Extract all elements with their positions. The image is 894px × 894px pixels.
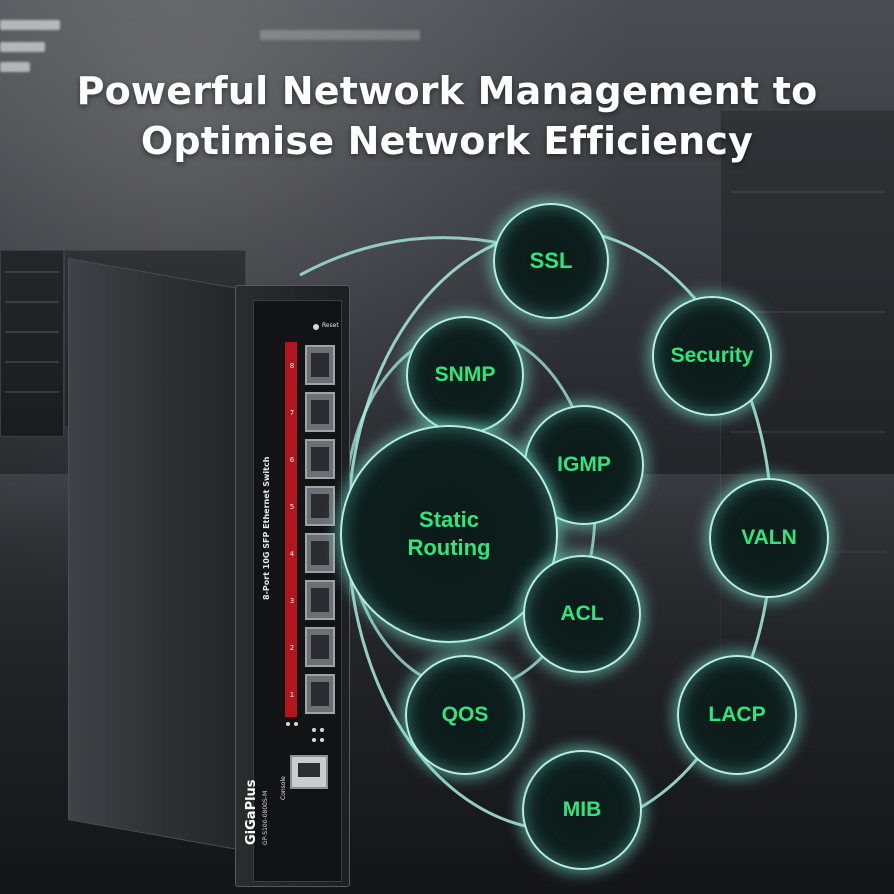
ceiling-light xyxy=(260,30,420,40)
feature-bubble-security: Security xyxy=(652,296,772,416)
status-led xyxy=(294,722,298,726)
headline-line-1: Powerful Network Management to xyxy=(76,69,818,113)
ceiling-light xyxy=(0,42,45,52)
status-led xyxy=(320,738,324,742)
feature-label: Security xyxy=(670,344,754,367)
feature-label: MIB xyxy=(562,798,602,821)
ceiling-light xyxy=(0,20,60,30)
sfp-port xyxy=(305,345,335,385)
brand-logo: GiGaPlus xyxy=(244,779,259,845)
ceiling-light xyxy=(0,62,30,72)
feature-label: ACL xyxy=(560,602,604,625)
feature-bubble-qos: QOS xyxy=(405,655,525,775)
port-number: 3 xyxy=(289,597,295,605)
port-number: 5 xyxy=(289,503,295,511)
status-led xyxy=(312,728,316,732)
server-rack xyxy=(0,250,64,437)
port-number: 2 xyxy=(289,644,295,652)
console-port xyxy=(290,755,328,789)
panel-label: 8-Port 10G SFP Ethernet Switch xyxy=(262,456,271,600)
port-number: 1 xyxy=(289,691,295,699)
feature-label: Static Routing xyxy=(407,506,490,562)
feature-bubble-ssl: SSL xyxy=(493,203,609,319)
feature-label: QOS xyxy=(441,703,489,726)
sfp-port xyxy=(305,486,335,526)
feature-label-line: Routing xyxy=(407,535,491,560)
feature-bubble-lacp: LACP xyxy=(677,655,797,775)
sfp-port xyxy=(305,627,335,667)
feature-bubble-snmp: SNMP xyxy=(406,316,524,434)
feature-bubble-valn: VALN xyxy=(709,478,829,598)
sfp-port xyxy=(305,674,335,714)
reset-label: Reset xyxy=(322,322,339,329)
status-led xyxy=(312,738,316,742)
sfp-port xyxy=(305,580,335,620)
headline-line-2: Optimise Network Efficiency xyxy=(140,119,754,163)
console-label: Console xyxy=(280,776,287,800)
feature-label: SSL xyxy=(529,248,573,273)
port-number-strip xyxy=(285,342,297,717)
switch-side-panel xyxy=(68,258,250,853)
sfp-port xyxy=(305,533,335,573)
port-number: 8 xyxy=(289,362,295,370)
sfp-port xyxy=(305,392,335,432)
feature-bubble-static-routing: Static Routing xyxy=(340,425,558,643)
feature-label-line: Static xyxy=(419,507,479,532)
feature-label: VALN xyxy=(741,526,797,549)
port-number: 7 xyxy=(289,409,295,417)
port-number: 6 xyxy=(289,456,295,464)
status-led xyxy=(320,728,324,732)
sfp-port xyxy=(305,439,335,479)
reset-button xyxy=(313,324,319,330)
feature-label: IGMP xyxy=(557,453,611,476)
model-number: GP-S100-0800S-M xyxy=(262,790,269,845)
feature-label: LACP xyxy=(708,703,766,726)
status-led xyxy=(286,722,290,726)
feature-label: SNMP xyxy=(434,363,496,386)
port-number: 4 xyxy=(289,550,295,558)
feature-bubble-acl: ACL xyxy=(523,555,641,673)
feature-bubble-mib: MIB xyxy=(522,750,642,870)
